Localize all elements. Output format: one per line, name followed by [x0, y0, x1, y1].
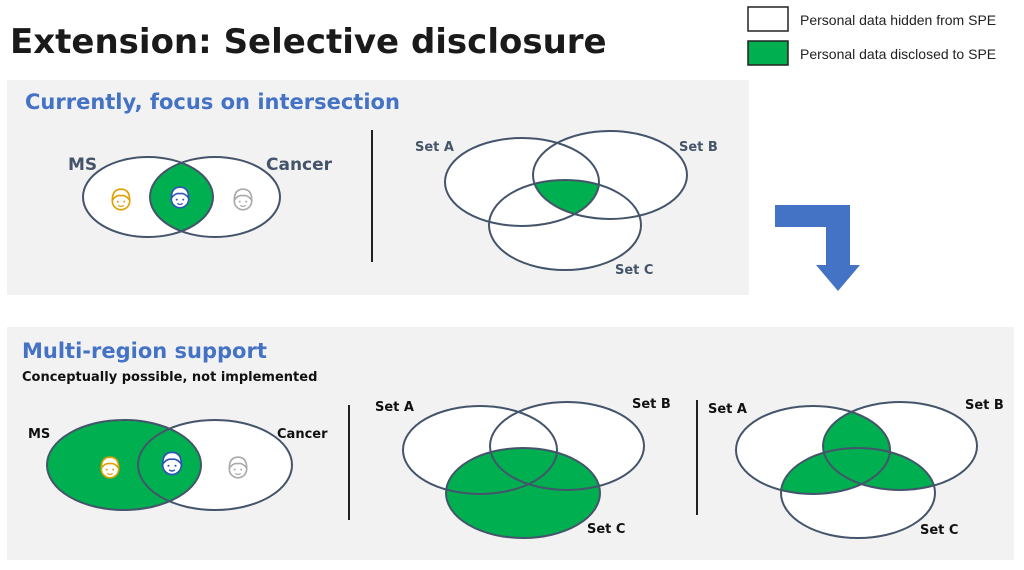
- person-icon-both: [161, 451, 183, 476]
- legend-swatch-hidden: [747, 6, 789, 32]
- legend-swatch-disclosed: [747, 40, 789, 66]
- label-set-c: Set C: [587, 522, 625, 537]
- legend: Personal data hidden from SPE Personal d…: [747, 6, 996, 66]
- multi-panel: Multi-region support Conceptually possib…: [7, 327, 1014, 560]
- current-heading: Currently, focus on intersection: [25, 90, 400, 114]
- label-set-a: Set A: [375, 400, 414, 415]
- bent-arrow-down-icon: [775, 205, 860, 291]
- label-cancer: Cancer: [277, 427, 328, 442]
- venn-two-set-multi: MS Cancer: [28, 419, 328, 511]
- legend-label-hidden: Personal data hidden from SPE: [800, 12, 996, 28]
- person-icon-ms: [100, 456, 120, 479]
- venn-three-set-intersection: Set A Set B Set C: [415, 130, 718, 278]
- venn-two-set-intersection: MS Cancer: [68, 155, 333, 238]
- label-set-a: Set A: [708, 402, 747, 417]
- label-set-a: Set A: [415, 140, 454, 155]
- label-set-c: Set C: [920, 523, 958, 538]
- label-cancer: Cancer: [266, 155, 333, 175]
- label-set-b: Set B: [965, 398, 1004, 413]
- legend-label-disclosed: Personal data disclosed to SPE: [800, 46, 996, 62]
- person-icon-ms: [111, 188, 131, 211]
- label-set-b: Set B: [632, 397, 671, 412]
- slide-title: Extension: Selective disclosure: [10, 22, 607, 62]
- venn-three-set-pairwise-disclosed: Set A Set B Set C: [708, 398, 1004, 539]
- current-panel: Currently, focus on intersection MS Canc…: [7, 80, 749, 295]
- label-ms: MS: [68, 155, 97, 175]
- label-set-c: Set C: [615, 263, 653, 278]
- person-icon-both: [170, 186, 190, 209]
- multi-heading: Multi-region support: [22, 339, 267, 363]
- multi-subheading: Conceptually possible, not implemented: [22, 370, 317, 385]
- label-ms: MS: [28, 427, 50, 442]
- label-set-b: Set B: [679, 140, 718, 155]
- person-icon-cancer: [233, 188, 253, 211]
- person-icon-cancer: [228, 456, 248, 479]
- venn-three-set-c-disclosed: Set A Set B Set C: [375, 397, 671, 539]
